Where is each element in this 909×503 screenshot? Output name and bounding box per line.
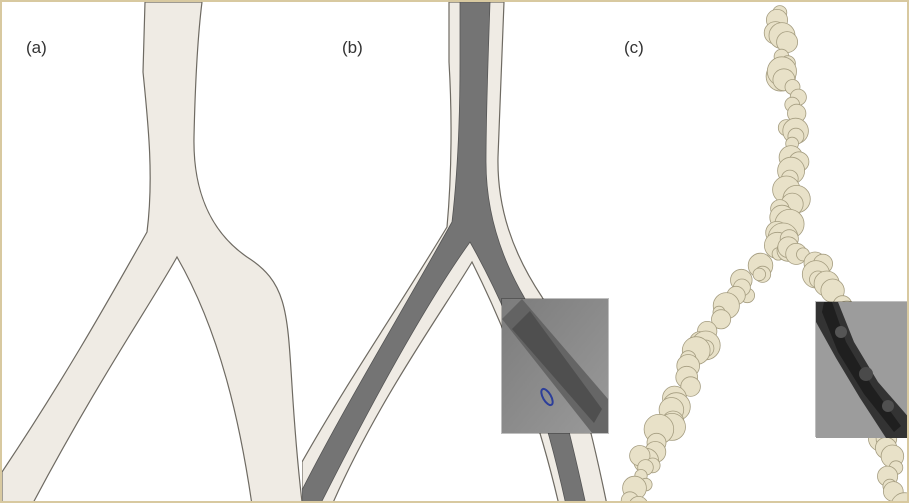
tem-inset-c-image (816, 302, 909, 438)
panel-a-drawing (2, 2, 302, 503)
panel-a-label: (a) (26, 38, 47, 58)
sphere (753, 268, 766, 281)
y-tube-shape (2, 2, 302, 503)
panel-c: (c) (602, 2, 909, 503)
tem-inset-c (816, 302, 909, 436)
panel-c-label: (c) (624, 38, 644, 58)
panel-b-label: (b) (342, 38, 363, 58)
tem-inset-b-image (502, 299, 608, 433)
panel-b: (b) (302, 2, 620, 503)
tem-inset-b (502, 299, 608, 433)
panel-a: (a) (2, 2, 302, 503)
